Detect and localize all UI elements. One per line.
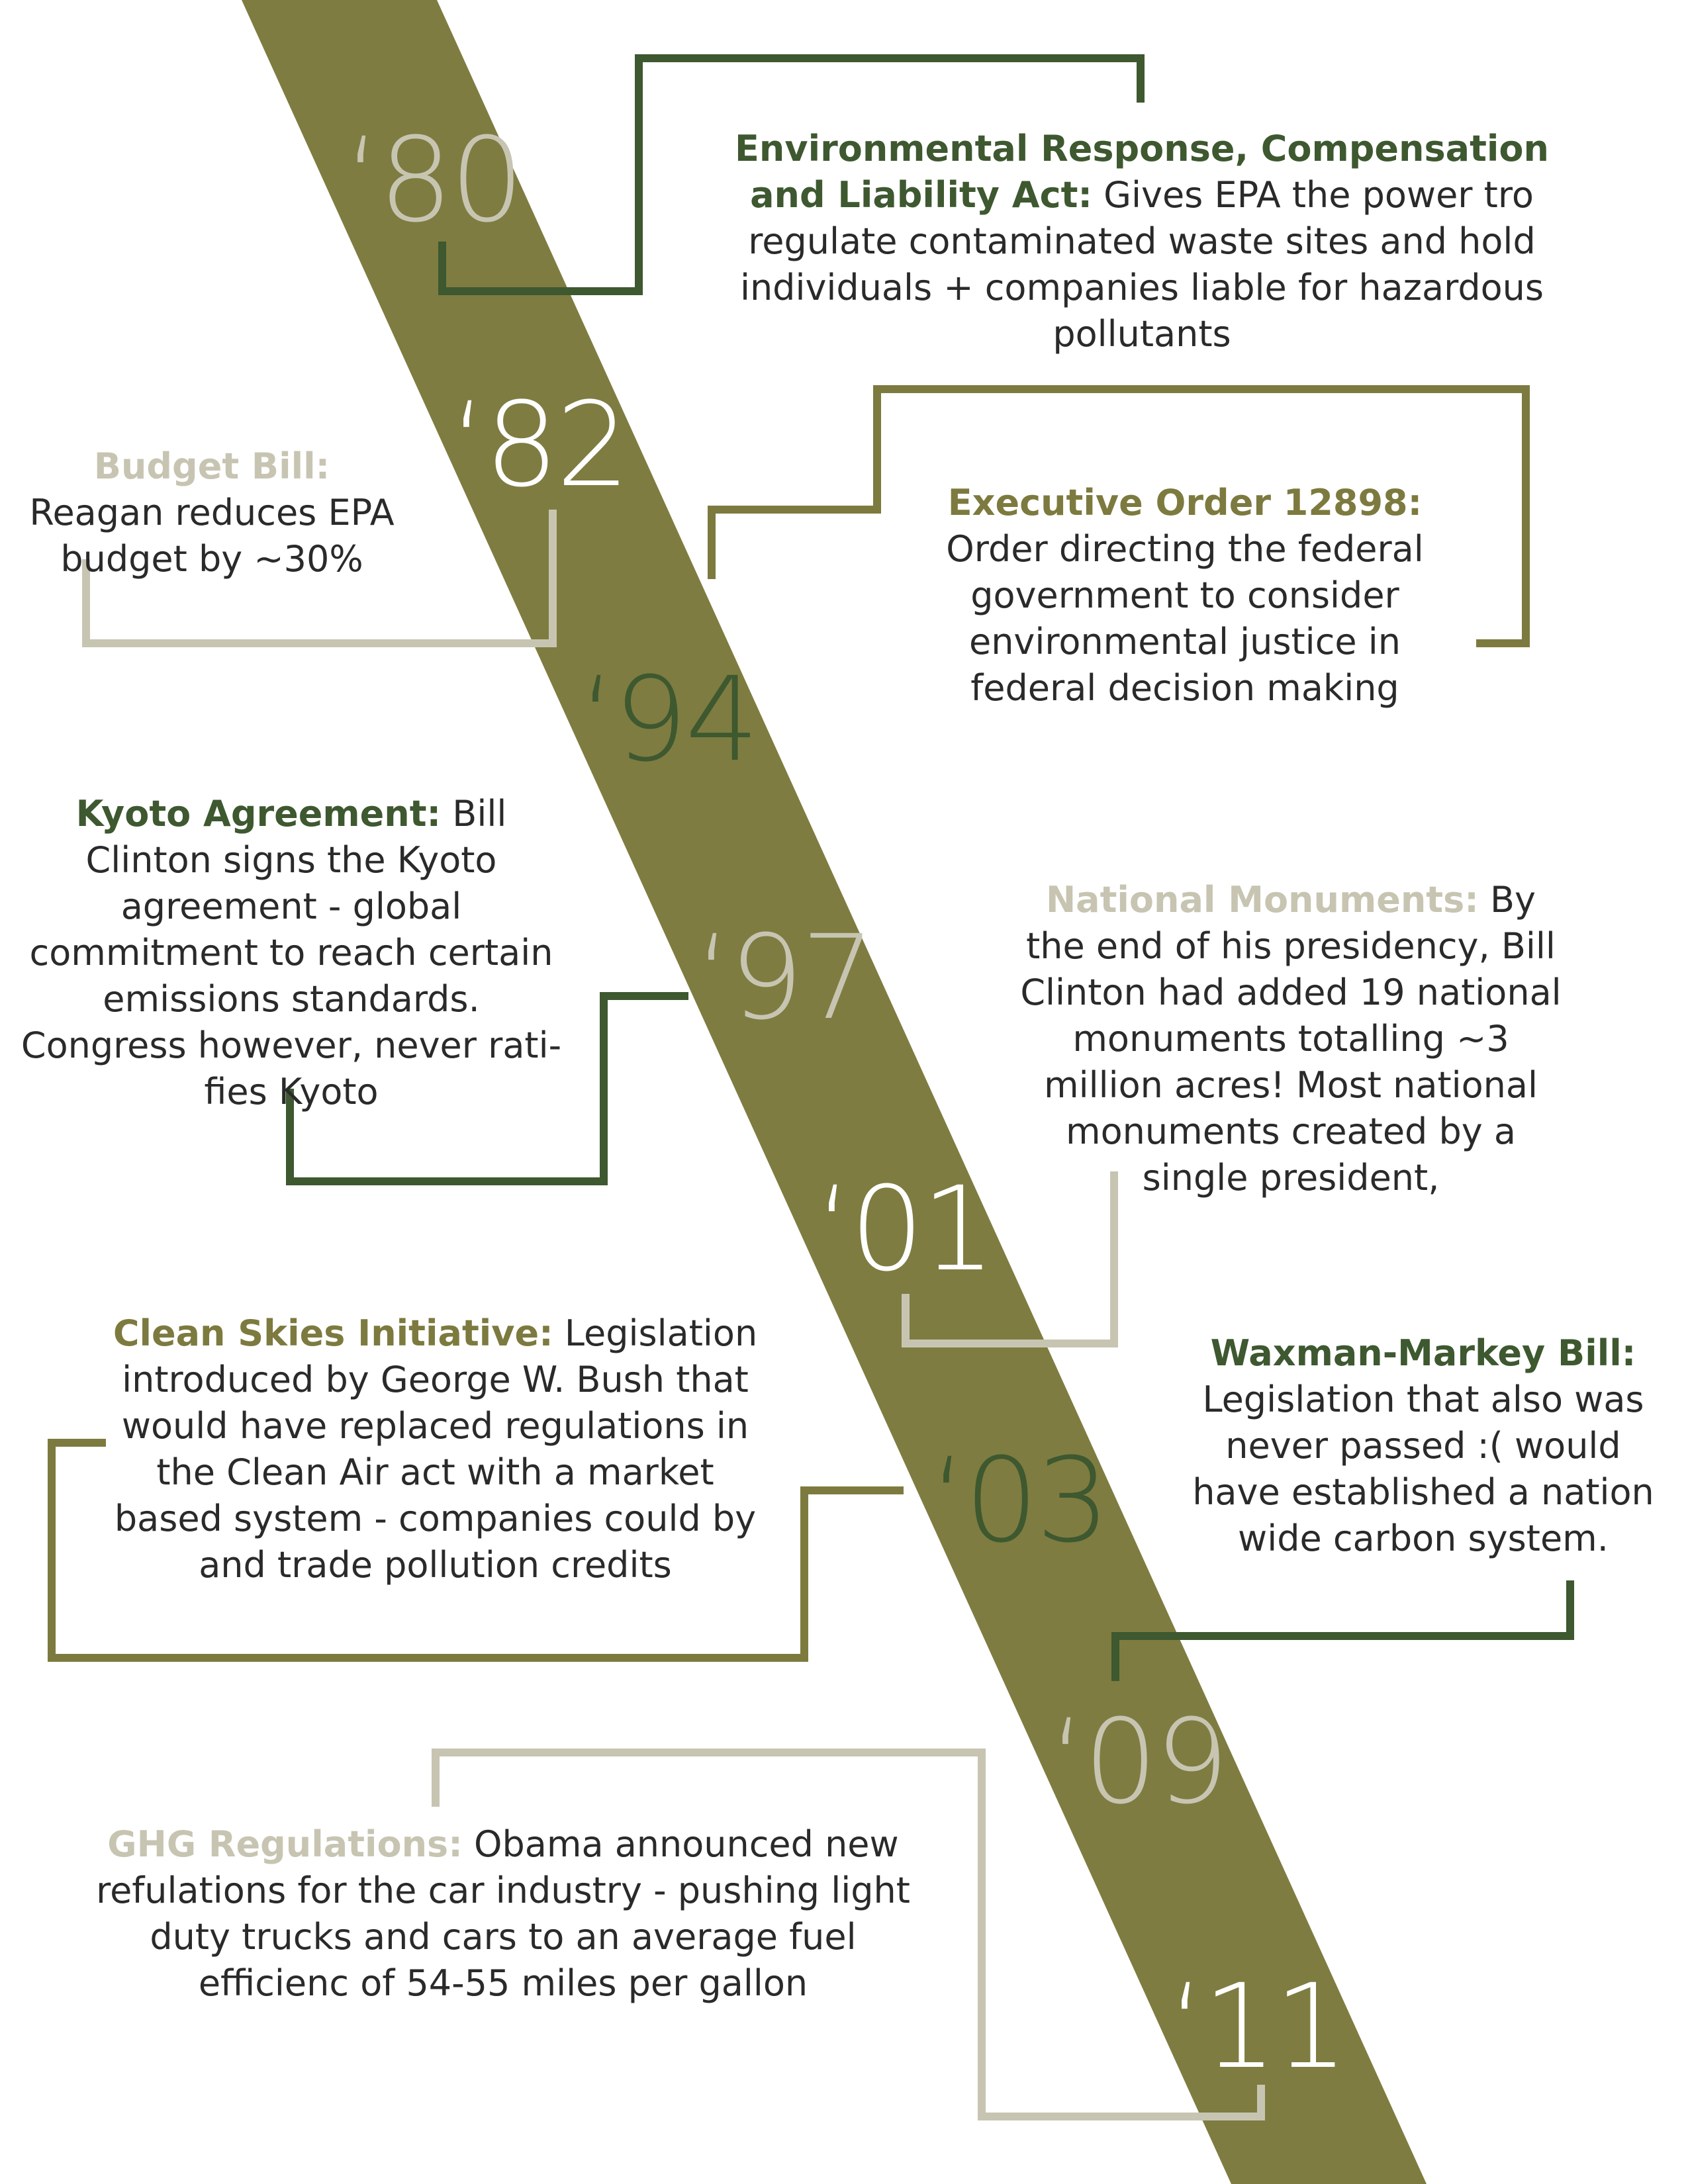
entry-cercla: Environmental Response, Compensation and… xyxy=(715,126,1569,357)
connector-2003 xyxy=(48,1439,904,1662)
entry-title: Budget Bill: xyxy=(93,445,330,487)
entry-description: Gives EPA the power tro regulate contami… xyxy=(739,174,1544,355)
year-label-2009: ‘09 xyxy=(1049,1694,1229,1830)
year-label-1982: ‘82 xyxy=(450,377,630,513)
entry-title: National Monuments: xyxy=(1045,879,1479,921)
entry-description: By the end of his presidency, Bill Clint… xyxy=(1020,879,1562,1199)
entry-description: Reagan reduces EPA budget by ~30% xyxy=(29,492,395,580)
entry-title: Kyoto Agreement: xyxy=(75,793,442,835)
connector-1982 xyxy=(82,510,557,647)
entry-description: Legislation introduced by George W. Bush… xyxy=(114,1312,758,1586)
connector-2001 xyxy=(902,1171,1118,1347)
entry-clean-skies: Clean Skies Initiative: Legislation intr… xyxy=(113,1310,758,1588)
entry-waxman-markey: Waxman-Markey Bill: Legislation that als… xyxy=(1192,1330,1655,1562)
entry-title: Clean Skies Initiative: xyxy=(113,1312,553,1354)
year-label-2003: ‘03 xyxy=(930,1433,1110,1569)
entry-budget-bill: Budget Bill: Reagan reduces EPA budget b… xyxy=(26,443,397,582)
entry-national-monuments: National Monuments: By the end of his pr… xyxy=(1013,877,1569,1201)
connector-2009 xyxy=(1111,1580,1574,1681)
connector-1997 xyxy=(286,992,688,1185)
entry-description: Order directing the federal government t… xyxy=(946,528,1424,709)
entry-description: Bill Clinton signs the Kyoto agreement -… xyxy=(21,793,562,1113)
entry-ghg-regulations: GHG Regulations: Obama announced new ref… xyxy=(93,1821,914,2007)
year-label-2001: ‘01 xyxy=(816,1161,996,1297)
entry-description: Obama announced new refulations for the … xyxy=(96,1823,910,2004)
year-label-1997: ‘97 xyxy=(695,910,875,1046)
connector-1994 xyxy=(708,385,1530,647)
year-label-1980: ‘80 xyxy=(344,113,524,248)
entry-title: Executive Order 12898: xyxy=(947,482,1423,523)
year-label-2011: ‘11 xyxy=(1168,1959,1348,2095)
connector-1980 xyxy=(438,54,1145,295)
entry-title: Waxman-Markey Bill: xyxy=(1210,1332,1636,1374)
entry-title: Environmental Response, Compensation and… xyxy=(735,128,1549,216)
year-label-1994: ‘94 xyxy=(579,652,759,788)
entry-title: GHG Regulations: xyxy=(107,1823,463,1865)
entry-description: Legislation that also was never passed :… xyxy=(1192,1379,1654,1559)
entry-kyoto: Kyoto Agreement: Bill Clinton signs the … xyxy=(20,791,563,1115)
connector-2011 xyxy=(432,1749,1265,2120)
entry-executive-order: Executive Order 12898: Order directing t… xyxy=(940,480,1430,711)
